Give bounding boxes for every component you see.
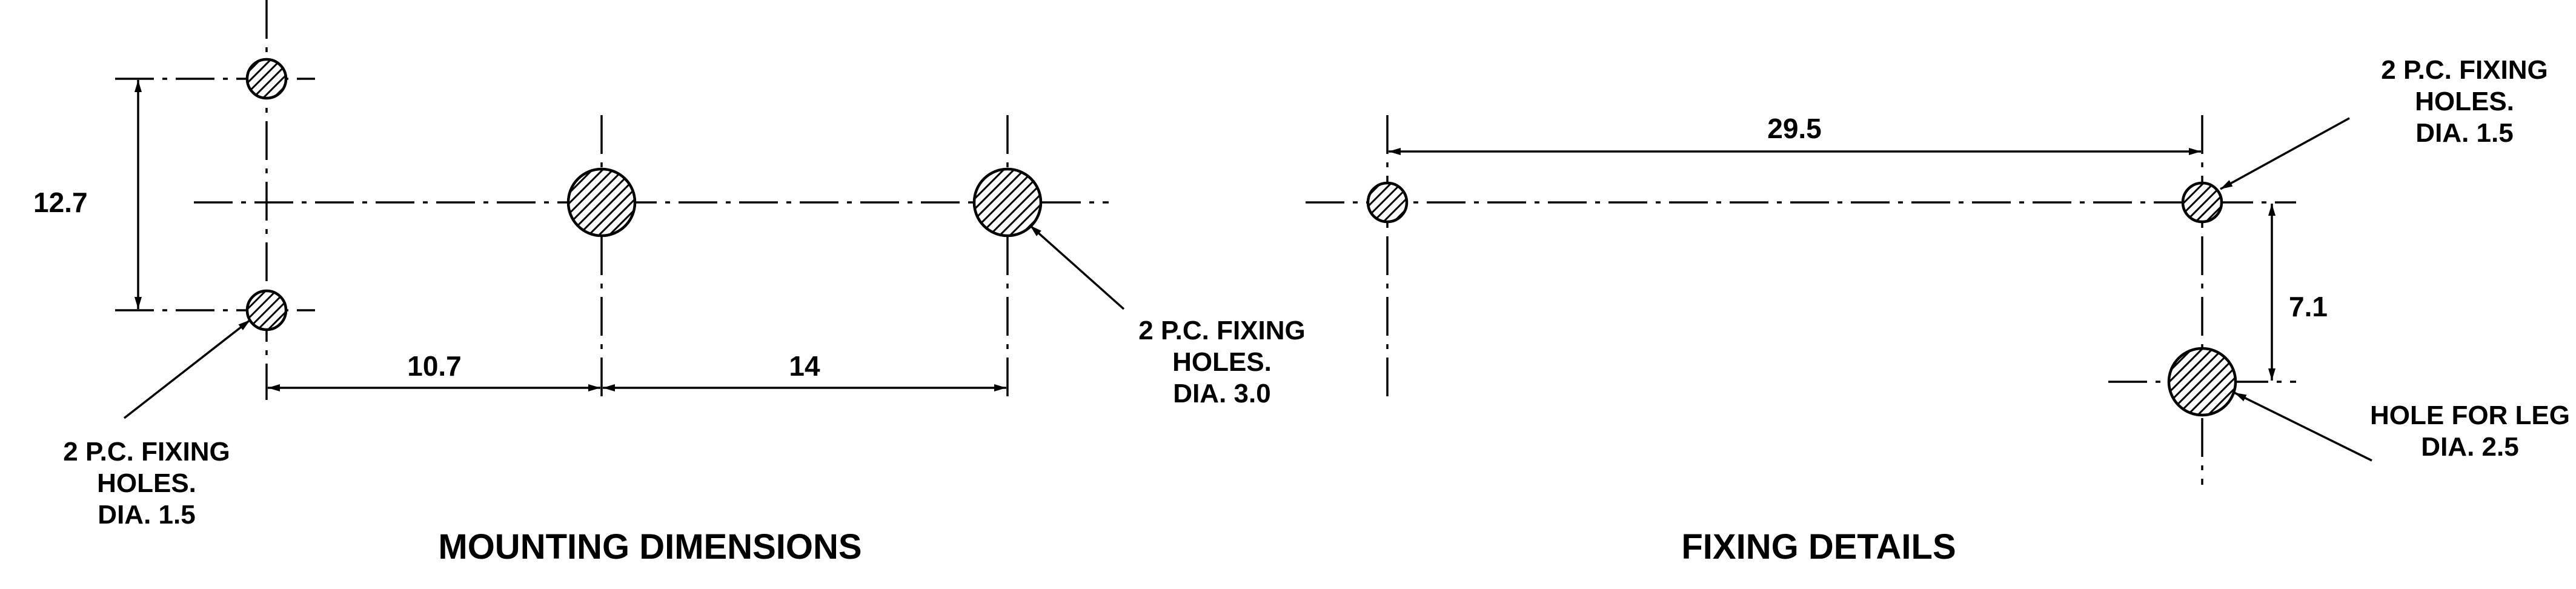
fixing-hole-large-center <box>566 167 637 238</box>
note-large-line3: DIA. 3.0 <box>1173 379 1270 408</box>
note-fixing-line2: HOLES. <box>2415 87 2514 116</box>
note-small-fixing-holes: 2 P.C. FIXING HOLES. DIA. 1.5 <box>63 437 230 530</box>
leader-leg-hole <box>2234 391 2372 462</box>
note-fixing-line3: DIA. 1.5 <box>2415 118 2513 148</box>
fixing-hole-small-bottom <box>245 289 288 331</box>
dim-7-1-label: 7.1 <box>2289 291 2328 322</box>
dim-12-7-label: 12.7 <box>33 187 88 218</box>
leader-small-holes <box>123 319 251 419</box>
fixing-details-view: 29.5 7.1 2 P.C. FIXING HOLES. DIA. 1.5 H… <box>1306 55 2570 567</box>
note-small-line1: 2 P.C. FIXING <box>63 437 230 467</box>
note-small-line2: HOLES. <box>97 468 196 498</box>
dim-29-5-label: 29.5 <box>1767 113 1822 144</box>
note-large-fixing-holes: 2 P.C. FIXING HOLES. DIA. 3.0 <box>1138 316 1306 408</box>
note-fixing-line1: 2 P.C. FIXING <box>2381 55 2548 85</box>
dim-14-label: 14 <box>789 350 820 382</box>
note-leg-line1: HOLE FOR LEG <box>2370 401 2570 430</box>
fixing-hole-small-left <box>1366 181 1409 224</box>
fixing-hole-small-right <box>2181 181 2223 224</box>
mounting-dimensions-view: 12.7 10.7 14 2 P.C. FIXING HOLES. DIA. 1… <box>33 0 1306 567</box>
note-large-line2: HOLES. <box>1172 347 1272 377</box>
dim-10-7-label: 10.7 <box>407 350 462 382</box>
leg-hole <box>2167 347 2237 417</box>
fixing-hole-large-right <box>972 167 1043 238</box>
mounting-dimensions-title: MOUNTING DIMENSIONS <box>438 527 861 567</box>
note-small-line3: DIA. 1.5 <box>98 500 195 530</box>
note-fixing-holes: 2 P.C. FIXING HOLES. DIA. 1.5 <box>2381 55 2548 148</box>
note-leg-hole: HOLE FOR LEG DIA. 2.5 <box>2370 401 2570 462</box>
leader-large-holes <box>1029 224 1125 310</box>
leader-fixing-holes <box>2220 117 2350 190</box>
fixing-details-title: FIXING DETAILS <box>1681 527 1956 567</box>
note-leg-line2: DIA. 2.5 <box>2421 432 2518 462</box>
note-large-line1: 2 P.C. FIXING <box>1138 316 1306 345</box>
fixing-hole-small-top <box>245 58 288 100</box>
